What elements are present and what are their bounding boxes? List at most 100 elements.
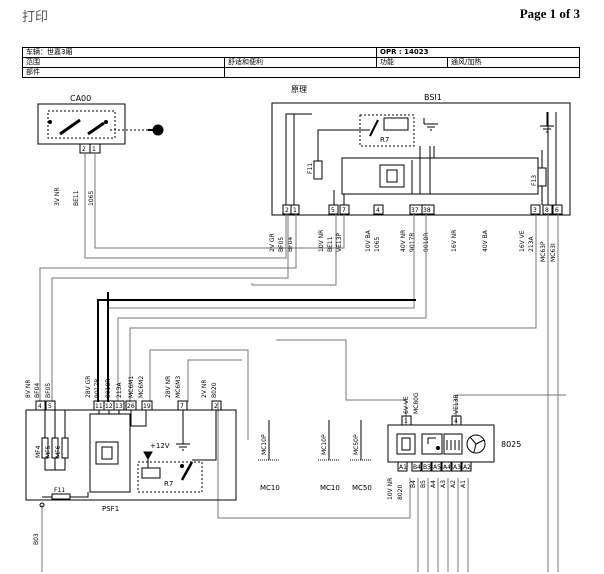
- ground-wire-label: MC10P: [261, 434, 268, 455]
- ground-wire-label: MC10P: [321, 434, 328, 455]
- heater-icon: [443, 433, 463, 455]
- bsi-f11-label: F11: [307, 163, 314, 174]
- psf-wire-label: MC6M3: [175, 376, 182, 398]
- psf-wire-label: 28V GR: [85, 376, 92, 398]
- c8025-pin: 4: [454, 418, 458, 425]
- c8025-wire-label: A2: [450, 480, 457, 488]
- c8025-pin: A3: [453, 464, 461, 471]
- ground-point: [318, 420, 340, 461]
- bsi-wire-label: MC63P: [540, 241, 547, 262]
- psf-ecu: [89, 413, 131, 493]
- psf-wire-label: 2V NR: [201, 380, 208, 399]
- psf-relay-contact: [180, 461, 194, 481]
- bsi-wire-label: 213A: [528, 236, 535, 252]
- c8025-pin: A2: [463, 464, 471, 471]
- bsi-pin: 1: [293, 207, 297, 214]
- ca00-dot: [48, 120, 52, 124]
- c8025-label: 8025: [501, 440, 521, 449]
- parts-value-cell: [224, 67, 580, 78]
- c8025-wire-label: A1: [460, 480, 467, 488]
- c8025-wire-label: 10V NR: [387, 478, 394, 500]
- schematic-title: 原理: [291, 85, 307, 94]
- ground-point: [258, 420, 280, 461]
- chip-icon: [379, 164, 405, 188]
- c8025-pin: B4: [413, 464, 421, 471]
- psf-wire-label: 28V NR: [165, 376, 172, 398]
- psf-f11-label: F11: [54, 487, 65, 494]
- psf-wire-label: 9018R: [105, 379, 112, 398]
- bsi-wire-label: BF04: [287, 237, 294, 252]
- fan-icon: [466, 434, 486, 454]
- psf1-label: PSF1: [102, 505, 119, 513]
- c8025-pin: A5: [433, 464, 441, 471]
- ca00-pin: 1: [92, 146, 96, 153]
- psf-pin: 5: [48, 403, 52, 410]
- ground-wire-label: MC50P: [353, 434, 360, 455]
- mf6-label: MF6: [55, 445, 62, 458]
- bsi-pin: 37: [411, 207, 419, 214]
- fuse-icon: [313, 160, 323, 180]
- chip-icon: [95, 441, 119, 465]
- psf-wire-label: MC6M1: [128, 376, 135, 398]
- psf-relay-dashed: [137, 461, 203, 493]
- ca00-wire-label: 1065: [88, 191, 95, 206]
- chip-icon: [396, 433, 416, 455]
- bsi-internal-wire: [285, 112, 557, 205]
- key-icon: [148, 124, 164, 136]
- bsi-relay-coil: [383, 117, 409, 131]
- mf5-label: MF5: [45, 445, 52, 458]
- psf-wire-label: 9017R: [94, 379, 101, 398]
- psf-internal-wire: [44, 410, 66, 471]
- c8025-wire-label: A3: [440, 480, 447, 488]
- print-label: 打印: [22, 10, 49, 25]
- ground-icon: [540, 125, 554, 133]
- psf-pin: 13: [115, 403, 123, 410]
- bsi1-box: [271, 102, 571, 216]
- page-indicator: Page 1 of 3: [519, 6, 580, 21]
- psf-wire-label: BF04: [34, 383, 41, 398]
- bsi-wire-label: VE13P: [336, 232, 343, 252]
- c8025-pin: A1: [399, 464, 407, 471]
- bsi-wire-label: 16V VE: [519, 230, 526, 252]
- c8025-wire-label: 8020: [397, 485, 404, 500]
- bsi-wire-label: 9017R: [409, 233, 416, 252]
- psf-pin: 11: [95, 403, 103, 410]
- bsi-relay-dashed: [359, 114, 415, 147]
- harness-wire: [97, 292, 416, 402]
- bsi-pin: 3: [533, 207, 537, 214]
- connector-dot: [39, 502, 45, 508]
- psf-internal-wire: [192, 410, 217, 461]
- ground-label: MC50: [352, 484, 372, 492]
- psf-pin: 7: [180, 403, 184, 410]
- fuse-icon: [61, 437, 69, 459]
- c8025-wire-label: A4: [430, 480, 437, 488]
- ground-label: MC10: [320, 484, 340, 492]
- ca00-pin: 2: [82, 146, 86, 153]
- bsi-pin: 2: [285, 207, 289, 214]
- ground-icon: [176, 443, 190, 451]
- ca00-dot: [104, 120, 108, 124]
- psf-pin: 19: [143, 403, 151, 410]
- ca00-wire-label: BE11: [73, 190, 80, 206]
- psf-wire-label: MC6M2: [138, 376, 145, 398]
- b03-label: B03: [33, 533, 40, 545]
- psf-pin: 4: [38, 403, 42, 410]
- bsi-wire-label: 16V NR: [451, 230, 458, 252]
- ca00-switch-dashed: [47, 110, 116, 139]
- control-panel-icon: [421, 433, 443, 455]
- c8025-wire-label: MC80G: [413, 392, 420, 414]
- psf-wire-label: 213A: [116, 382, 123, 398]
- psf-pin: 2: [214, 403, 218, 410]
- c8025-wire-label: B5: [420, 480, 427, 488]
- bsi-wire-label: 40V BA: [482, 229, 489, 252]
- bsi-wire-label: 10V NR: [318, 230, 325, 252]
- psf-wire-label: 8V NR: [25, 380, 32, 399]
- c8025-wire-label: 6V VE: [403, 396, 410, 414]
- bsi-ecu: [341, 157, 539, 195]
- c8025-pin: A4: [443, 464, 451, 471]
- info-table: 车辆：世嘉3厢 OPR : 14023 范围 舒适和便利 功能 通风/加热 部件: [22, 47, 580, 78]
- ground-icon: [424, 123, 438, 131]
- bsi-wire-label: 1065: [374, 237, 381, 252]
- ca00-contact: [59, 118, 81, 136]
